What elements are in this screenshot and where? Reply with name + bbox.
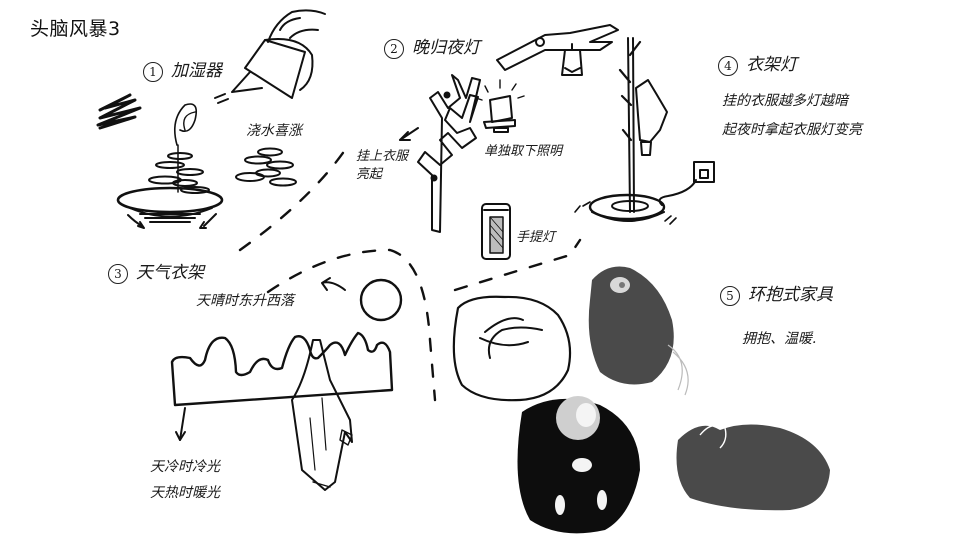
weather-rack-sketch	[170, 277, 403, 491]
idea-2-name: 晚归夜灯	[412, 38, 480, 58]
idea-2-note-2: 单独取下照明	[484, 144, 563, 159]
page-title: 头脑风暴3	[30, 18, 121, 40]
idea-3-heading: 3 天气衣架	[108, 258, 204, 284]
idea-4-note-2: 起夜时拿起衣服灯变亮	[722, 122, 862, 138]
divider-dashes	[238, 148, 582, 402]
embrace-furniture-sketch	[452, 295, 572, 402]
idea-2-note-3: 手提灯	[516, 230, 556, 245]
idea-4-note-1: 挂的衣服越多灯越暗	[722, 93, 848, 109]
idea-5-name: 环抱式家具	[748, 285, 833, 305]
idea-4-name: 衣架灯	[746, 55, 797, 75]
humidifier-sketch	[96, 9, 326, 229]
idea-1-name: 加湿器	[171, 61, 222, 81]
idea-3-number: 3	[108, 263, 128, 284]
idea-1-number: 1	[143, 61, 163, 82]
idea-1-note-1: 浇水喜涨	[246, 123, 302, 139]
idea-5-note-1: 拥抱、温暖.	[742, 331, 817, 347]
idea-1-heading: 1 加湿器	[143, 56, 222, 82]
idea-2-heading: 2 晚归夜灯	[384, 33, 480, 59]
idea-3-note-3: 天热时暖光	[150, 485, 220, 501]
idea-4-heading: 4 衣架灯	[718, 50, 797, 76]
night-lamp-sketch	[399, 24, 715, 260]
embrace-figures	[517, 266, 830, 534]
idea-2-note-1: 挂上衣服亮起	[356, 149, 409, 182]
idea-3-note-1: 天晴时东升西落	[196, 293, 294, 309]
idea-5-heading: 5 环抱式家具	[720, 280, 833, 306]
idea-2-number: 2	[384, 38, 404, 59]
idea-3-note-2: 天冷时冷光	[150, 459, 220, 475]
idea-4-number: 4	[718, 55, 738, 76]
idea-5-number: 5	[720, 285, 740, 306]
idea-3-name: 天气衣架	[136, 263, 204, 283]
